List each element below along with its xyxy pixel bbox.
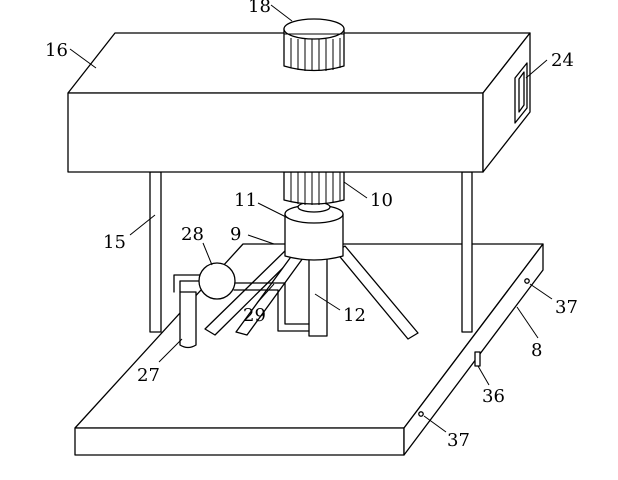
- label-37-upper: 37: [555, 297, 578, 318]
- tripod-legs: [204, 245, 419, 340]
- label-16: 16: [45, 40, 68, 61]
- label-36: 36: [482, 386, 505, 407]
- bolt-hole-upper: [524, 278, 530, 284]
- leader-37b: [423, 415, 447, 433]
- leader-37a: [529, 283, 553, 300]
- label-9: 9: [230, 224, 241, 245]
- leader-27: [158, 338, 183, 363]
- column-front-left: [149, 171, 162, 333]
- bolt-holes: [418, 278, 530, 417]
- leader-18: [270, 4, 293, 22]
- label-28: 28: [181, 224, 204, 245]
- label-10: 10: [370, 190, 393, 211]
- callout-labels: 18 16 24 10 11 15 28 9 29 12 37 8 27 36 …: [45, 0, 578, 451]
- leader-16: [69, 48, 97, 69]
- leader-9: [247, 234, 275, 245]
- leader-10: [343, 181, 368, 199]
- label-12: 12: [343, 305, 366, 326]
- leader-28: [202, 242, 213, 266]
- knob-18: [283, 18, 345, 72]
- label-37-lower: 37: [447, 430, 470, 451]
- leader-11: [257, 202, 289, 219]
- label-27: 27: [137, 365, 160, 386]
- housing-11: [284, 201, 344, 261]
- tank-27: [173, 274, 204, 349]
- column-rear-right: [461, 171, 473, 333]
- label-15: 15: [103, 232, 126, 253]
- label-11: 11: [234, 190, 257, 211]
- pipe-29: [233, 282, 310, 332]
- motor-10: [283, 171, 345, 205]
- bolt-hole-lower: [418, 411, 424, 417]
- label-8: 8: [531, 340, 542, 361]
- label-24: 24: [551, 50, 574, 71]
- leader-24: [525, 59, 548, 79]
- leader-36: [477, 365, 490, 386]
- window-24: [514, 62, 528, 124]
- leader-29: [256, 283, 275, 304]
- leader-12: [314, 293, 341, 311]
- leader-lines: [69, 4, 553, 433]
- label-18: 18: [248, 0, 271, 17]
- leader-15: [129, 214, 156, 236]
- label-29: 29: [243, 305, 266, 326]
- central-rod: [308, 251, 328, 337]
- pump-28: [198, 262, 236, 300]
- pin-36: [474, 351, 481, 367]
- leader-8: [516, 306, 539, 339]
